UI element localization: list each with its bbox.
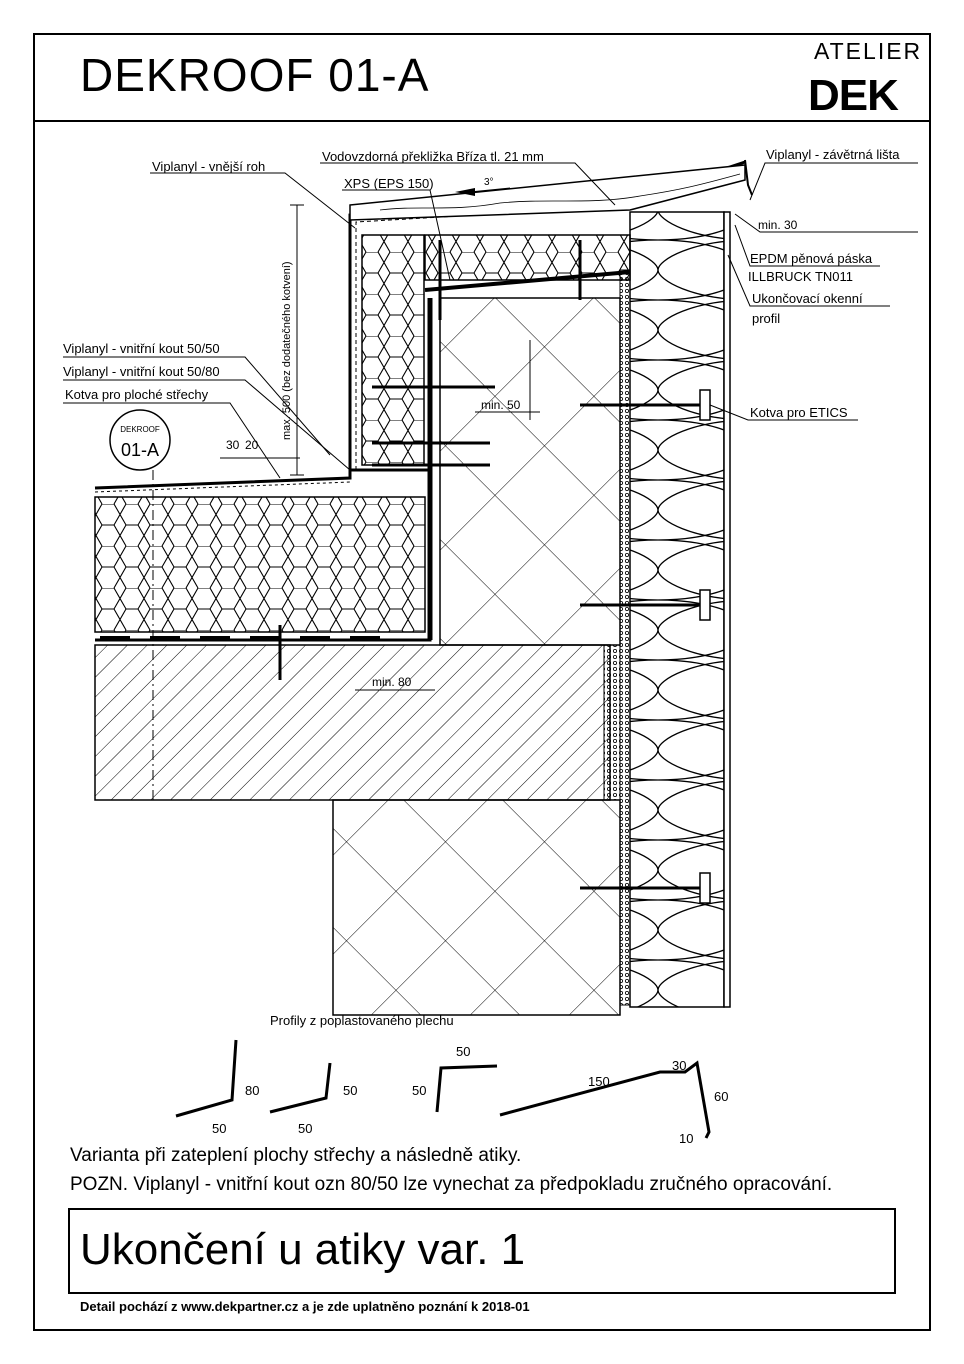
roof-anchors (278, 240, 582, 680)
source-note: Detail pochází z www.dekpartner.cz a je … (80, 1299, 530, 1314)
label-epdm: EPDM pěnová páska (750, 251, 873, 266)
roof-insulation (94, 496, 426, 633)
svg-text:60: 60 (714, 1089, 728, 1104)
plaster (603, 644, 621, 801)
title-box (68, 1208, 896, 1294)
label-roof-anchor: Kotva pro ploché střechy (65, 387, 209, 402)
label-etics-anchor: Kotva pro ETICS (750, 405, 848, 420)
etics-render (723, 211, 731, 1008)
section-tag-bottom: 01-A (121, 440, 159, 460)
label-xps: XPS (EPS 150) (344, 176, 434, 191)
svg-text:50: 50 (343, 1083, 357, 1098)
logo-dek: DEK (808, 71, 899, 120)
note-remark: POZN. Viplanyl - vnitřní kout ozn 80/50 … (70, 1174, 833, 1195)
dim-30: 30 (226, 438, 240, 452)
label-inner-corner-80: Viplanyl - vnitřní kout 50/80 (63, 364, 220, 379)
label-window-profile: Ukončovací okenní (752, 291, 863, 306)
svg-text:30: 30 (672, 1058, 686, 1073)
label-min30: min. 30 (758, 218, 798, 232)
annotations: Viplanyl - vnější roh Vodovzdorná překli… (63, 147, 900, 689)
label-illbruck: ILLBRUCK TN011 (748, 269, 853, 284)
label-max500: max. 500 (bez dodatečného kotvení) (281, 261, 293, 440)
page-title: DEKROOF 01-A (80, 49, 430, 101)
svg-text:50: 50 (298, 1121, 312, 1136)
render-layer (619, 269, 631, 1006)
wall-below (332, 799, 621, 1016)
svg-text:10: 10 (679, 1131, 693, 1146)
section-tag (109, 409, 171, 471)
drip-edge (744, 159, 753, 196)
svg-text:50: 50 (456, 1044, 470, 1059)
note-variant: Varianta při zateplení plochy střechy a … (70, 1145, 522, 1166)
label-plywood: Vodovzdorná překližka Bříza tl. 21 mm (322, 149, 544, 164)
etics-anchors (580, 389, 711, 904)
label-inner-corner-50: Viplanyl - vnitřní kout 50/50 (63, 341, 220, 356)
section-tag-top: DEKROOF (120, 425, 160, 434)
label-edge-strip: Viplanyl - závětrná lišta (766, 147, 900, 162)
logo-atelier: ATELIER (814, 38, 923, 64)
attic-side-insulation (361, 234, 425, 466)
profile-shapes (175, 1039, 711, 1139)
profiles-caption: Profily z poplastovaného plechu (270, 1013, 454, 1028)
detail-title: Ukončení u atiky var. 1 (80, 1225, 526, 1274)
attic-top-insulation (424, 234, 631, 281)
label-outer-corner: Viplanyl - vnější roh (152, 159, 265, 174)
label-min80: min. 80 (372, 675, 412, 689)
roof-slab (94, 644, 611, 801)
svg-text:50: 50 (412, 1083, 426, 1098)
drawing-frame (33, 33, 931, 1331)
plywood-board (349, 164, 746, 221)
svg-text:80: 80 (245, 1083, 259, 1098)
label-slope: 3° (484, 177, 494, 188)
label-min50: min. 50 (481, 398, 521, 412)
svg-text:50: 50 (212, 1121, 226, 1136)
label-profil: profil (752, 311, 780, 326)
svg-text:150: 150 (588, 1074, 610, 1089)
header-divider (33, 120, 931, 122)
dim-20: 20 (245, 438, 259, 452)
profile-dims: 80 50 50 50 50 50 150 30 60 10 (212, 1044, 728, 1146)
